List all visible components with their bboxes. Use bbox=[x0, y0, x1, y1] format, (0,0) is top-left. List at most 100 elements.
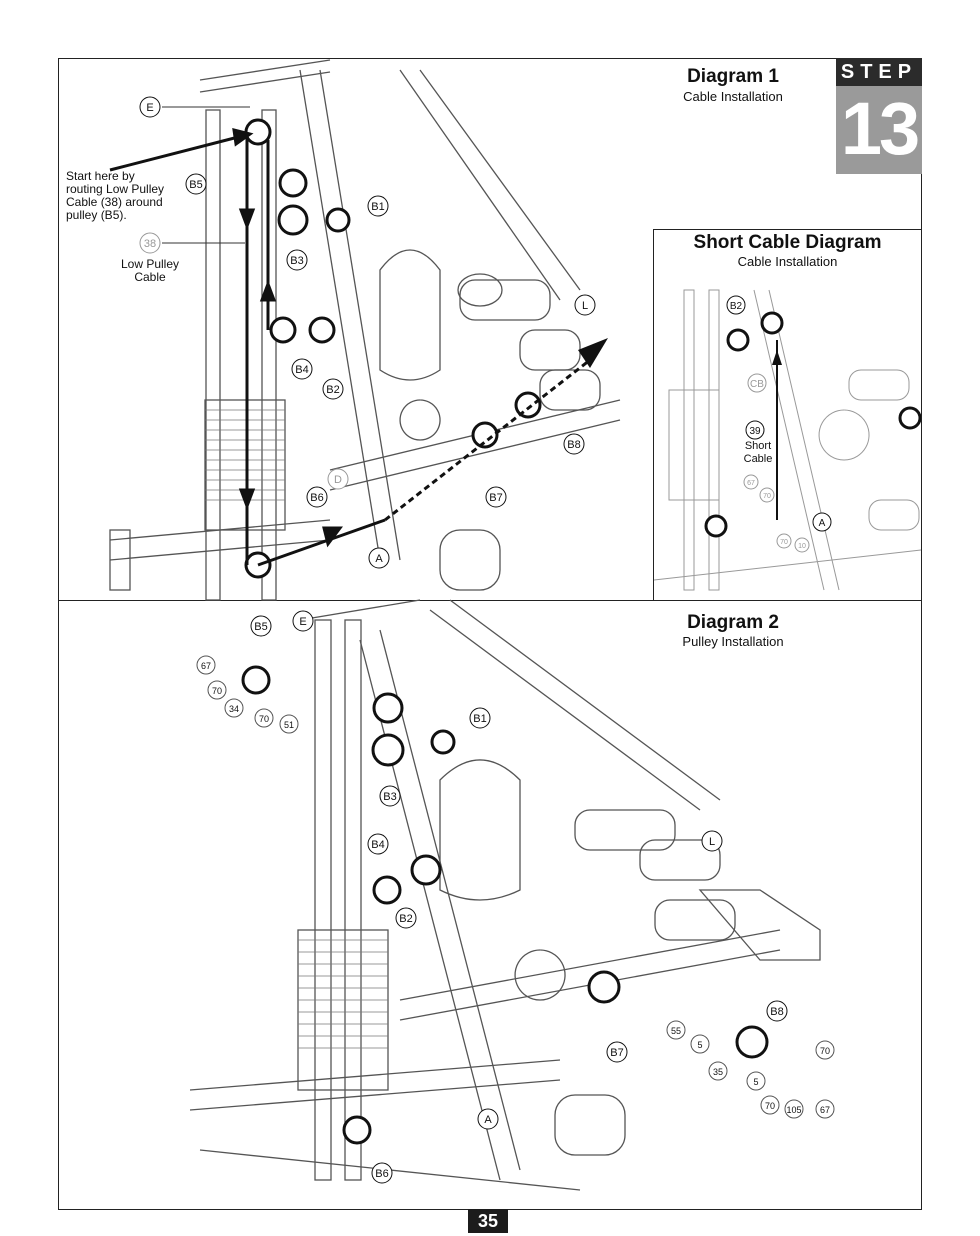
callout-b7: B7 bbox=[485, 486, 507, 508]
callout-a: A bbox=[812, 512, 832, 532]
callout-b8: B8 bbox=[563, 433, 585, 455]
svg-text:E: E bbox=[299, 616, 306, 628]
start-note: Start here by routing Low Pulley Cable (… bbox=[66, 170, 164, 222]
svg-text:B5: B5 bbox=[254, 621, 267, 633]
svg-text:39: 39 bbox=[749, 426, 761, 437]
callout-34: 34 bbox=[224, 698, 244, 718]
svg-text:B8: B8 bbox=[567, 439, 580, 451]
svg-text:10: 10 bbox=[798, 543, 806, 550]
diagram-divider bbox=[58, 600, 922, 601]
diagram2-subtitle: Pulley Installation bbox=[682, 634, 784, 649]
svg-text:B8: B8 bbox=[770, 1006, 783, 1018]
svg-text:B4: B4 bbox=[295, 364, 308, 376]
svg-text:B3: B3 bbox=[383, 791, 396, 803]
svg-text:B6: B6 bbox=[310, 492, 323, 504]
diagram1-title: Diagram 1 bbox=[687, 66, 779, 87]
diagram2-title: Diagram 2 bbox=[687, 612, 779, 633]
callout-b2: B2 bbox=[322, 378, 344, 400]
callout-b3: B3 bbox=[286, 249, 308, 271]
callout-b5: B5 bbox=[185, 173, 207, 195]
callout-b1: B1 bbox=[367, 195, 389, 217]
svg-text:67: 67 bbox=[820, 1105, 830, 1115]
callout-70b: 70 bbox=[254, 708, 274, 728]
svg-text:B6: B6 bbox=[375, 1168, 388, 1180]
low-pulley-cable-label: Low Pulley Cable bbox=[110, 258, 190, 284]
svg-text:35: 35 bbox=[713, 1067, 723, 1077]
callout-38: 38 bbox=[139, 232, 161, 254]
callout-b4: B4 bbox=[291, 358, 313, 380]
callout-a: A bbox=[477, 1108, 499, 1130]
start-note-line: routing Low Pulley bbox=[66, 182, 165, 196]
callout-b2: B2 bbox=[726, 295, 746, 315]
svg-text:5: 5 bbox=[697, 1040, 702, 1050]
short-cable-illustration: B2 CB 39 67 70 A 70 10 bbox=[654, 289, 921, 591]
svg-text:A: A bbox=[819, 518, 826, 529]
callout-b1: B1 bbox=[469, 707, 491, 729]
svg-text:L: L bbox=[582, 300, 588, 312]
svg-text:67: 67 bbox=[201, 661, 211, 671]
callout-cb: CB bbox=[747, 373, 767, 393]
svg-text:70: 70 bbox=[763, 493, 771, 500]
callout-55: 55 bbox=[666, 1020, 686, 1040]
start-note-line: Start here by bbox=[66, 169, 135, 183]
svg-text:B2: B2 bbox=[326, 384, 339, 396]
svg-text:D: D bbox=[334, 474, 342, 486]
svg-text:B2: B2 bbox=[730, 301, 743, 312]
short-cable-subtitle: Cable Installation bbox=[737, 254, 838, 269]
svg-text:B4: B4 bbox=[371, 839, 384, 851]
svg-text:CB: CB bbox=[750, 379, 764, 390]
callout-51: 51 bbox=[279, 714, 299, 734]
svg-text:38: 38 bbox=[144, 238, 156, 250]
cable-label-line: Cable bbox=[134, 270, 166, 284]
callout-d: D bbox=[327, 468, 349, 490]
callout-b8: B8 bbox=[766, 1000, 788, 1022]
svg-text:B1: B1 bbox=[473, 713, 486, 725]
callout-b7: B7 bbox=[606, 1041, 628, 1063]
callout-70b: 70 bbox=[776, 533, 792, 549]
svg-text:34: 34 bbox=[229, 704, 239, 714]
callout-b5: B5 bbox=[250, 615, 272, 637]
callout-35: 35 bbox=[708, 1061, 728, 1081]
svg-text:B7: B7 bbox=[610, 1047, 623, 1059]
callout-b6: B6 bbox=[371, 1162, 393, 1184]
svg-text:L: L bbox=[709, 836, 715, 848]
step-number: 13 bbox=[840, 87, 920, 170]
callout-l: L bbox=[701, 830, 723, 852]
short-cable-label-line: Cable bbox=[743, 453, 773, 465]
svg-text:A: A bbox=[375, 553, 383, 565]
callout-105: 105 bbox=[784, 1099, 804, 1119]
svg-text:B7: B7 bbox=[489, 492, 502, 504]
svg-text:70: 70 bbox=[765, 1101, 775, 1111]
diagram1-subtitle: Cable Installation bbox=[683, 89, 783, 104]
svg-text:70: 70 bbox=[780, 539, 788, 546]
start-note-line: pulley (B5). bbox=[66, 208, 127, 222]
svg-text:B5: B5 bbox=[189, 179, 202, 191]
svg-text:B1: B1 bbox=[371, 201, 384, 213]
step-word: STEP bbox=[836, 58, 922, 86]
callout-e: E bbox=[292, 610, 314, 632]
svg-text:70: 70 bbox=[820, 1046, 830, 1056]
callout-b6: B6 bbox=[306, 486, 328, 508]
callout-a: A bbox=[368, 547, 390, 569]
svg-text:105: 105 bbox=[786, 1105, 801, 1115]
short-cable-label: Short Cable bbox=[738, 440, 778, 466]
svg-text:5: 5 bbox=[753, 1077, 758, 1087]
short-cable-title: Short Cable Diagram bbox=[693, 232, 882, 253]
callout-b3: B3 bbox=[379, 785, 401, 807]
svg-text:A: A bbox=[484, 1114, 492, 1126]
diagram1-callouts: E B5 38 B1 B3 B4 B2 L B8 B7 D B6 A bbox=[139, 96, 596, 569]
callout-67: 67 bbox=[743, 474, 759, 490]
callout-70: 70 bbox=[207, 680, 227, 700]
callout-70: 70 bbox=[759, 487, 775, 503]
cable-label-line: Low Pulley bbox=[120, 257, 180, 271]
callout-5: 5 bbox=[690, 1034, 710, 1054]
callout-70c: 70 bbox=[815, 1040, 835, 1060]
callout-70d: 70 bbox=[760, 1095, 780, 1115]
callout-5b: 5 bbox=[746, 1071, 766, 1091]
svg-text:55: 55 bbox=[671, 1026, 681, 1036]
svg-text:B3: B3 bbox=[290, 255, 303, 267]
short-cable-inset: B2 CB 39 67 70 A 70 10 Short Cable Diagr… bbox=[653, 229, 922, 601]
callout-67b: 67 bbox=[815, 1099, 835, 1119]
